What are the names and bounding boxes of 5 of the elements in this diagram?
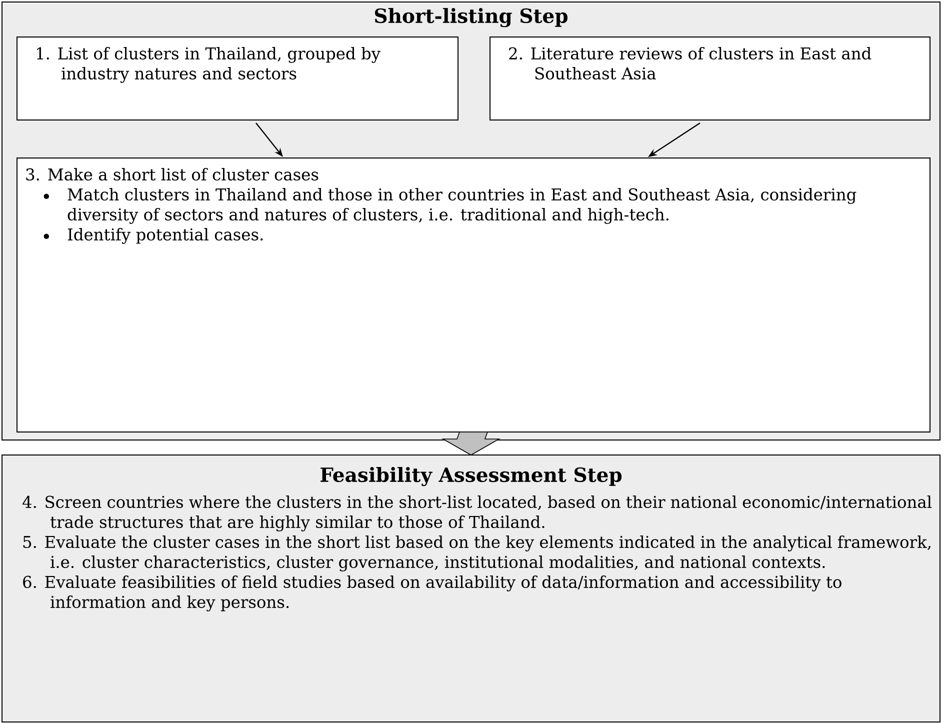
step-box: 3. Make a short list of cluster cases Match clusters in Thailand and those in other countries in East and Southeast Asia, considering diversity of sectors and natures of clusters, i.e. traditional and high-tech. Identify potential cases. [16, 158, 930, 432]
step-panel: Feasibility Assessment Step 4. Screen countries where the clusters in the short-list located, based on their national economic/international trade structures that are highly similar to those of Thailand. 5. Evaluate the cluster cases in the short list based on the key elements indicated in the analytical framework, i.e. cluster characteristics, cluster governance, institutional modalities, and national contexts. 6. Evaluate feasibilities of field studies based on availability of data/information and accessibility to information and key persons. [2, 454, 940, 722]
step-box: 1. List of clusters in Thailand, grouped by industry natures and sectors [16, 36, 458, 120]
step-box: 2. Literature reviews of clusters in East and Southeast Asia [490, 36, 930, 120]
block-arrow [442, 432, 501, 456]
